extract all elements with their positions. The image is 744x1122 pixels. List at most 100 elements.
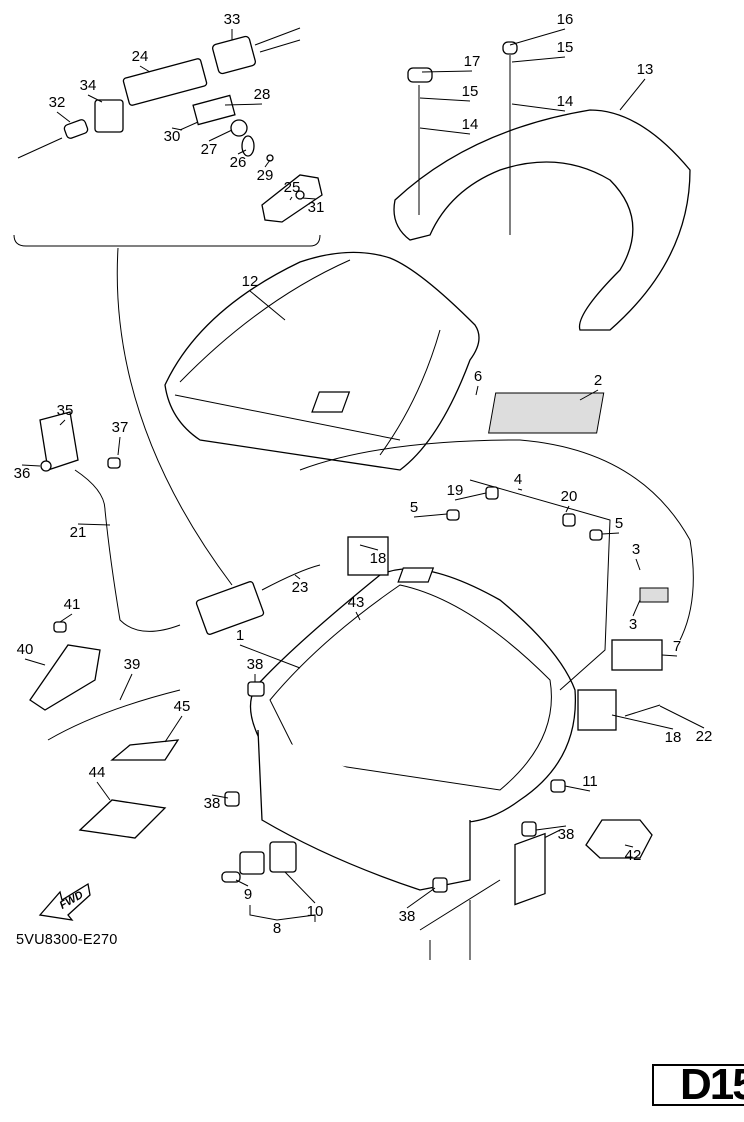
storage-tray xyxy=(164,251,480,471)
callout-leader xyxy=(511,103,566,112)
callout-leader xyxy=(632,599,641,617)
fwd-arrow xyxy=(38,882,91,921)
callout-15: 15 xyxy=(462,83,479,100)
callout-30: 30 xyxy=(164,128,181,145)
callout-leader xyxy=(294,574,301,580)
callout-5: 5 xyxy=(615,515,623,532)
callout-leader xyxy=(21,464,41,467)
callout-2: 2 xyxy=(594,372,602,389)
callout-37: 37 xyxy=(112,419,129,436)
callout-leader xyxy=(96,781,111,801)
callout-leader xyxy=(59,613,73,623)
callout-11: 11 xyxy=(582,773,598,790)
callout-leader xyxy=(117,436,121,456)
callout-leader xyxy=(661,654,678,657)
callout-leader xyxy=(164,715,183,743)
callout-leader xyxy=(355,611,361,621)
callout-32: 32 xyxy=(49,94,66,111)
callout-leader xyxy=(56,111,71,123)
callout-15: 15 xyxy=(557,39,574,56)
callout-leader xyxy=(611,714,674,730)
callout-leader xyxy=(59,419,66,426)
callout-35: 35 xyxy=(57,402,74,419)
callout-leader xyxy=(77,523,111,526)
callout-20: 20 xyxy=(561,488,578,505)
callout-leader xyxy=(289,196,293,201)
callout-17: 17 xyxy=(464,53,481,70)
drawing-code: 5VU8300-E270 xyxy=(16,932,118,948)
fasteners xyxy=(40,457,603,893)
callout-14: 14 xyxy=(557,93,574,110)
callout-4: 4 xyxy=(514,471,522,488)
callout-leader xyxy=(475,385,479,396)
callout-3: 3 xyxy=(629,616,637,633)
callout-44: 44 xyxy=(89,764,106,781)
callout-leader xyxy=(619,78,646,111)
callout-leader xyxy=(413,513,448,518)
callout-leader xyxy=(419,97,471,102)
callout-leader xyxy=(139,65,151,73)
callout-38: 38 xyxy=(558,826,575,843)
callout-leader xyxy=(564,785,591,792)
callout-19: 19 xyxy=(447,482,464,499)
callout-21: 21 xyxy=(70,524,87,541)
callout-leader xyxy=(535,825,567,831)
callout-leader xyxy=(284,871,316,904)
callout-leader xyxy=(454,492,487,501)
callout-38: 38 xyxy=(399,908,416,925)
callout-31: 31 xyxy=(308,199,325,216)
callout-leader xyxy=(301,197,317,200)
callout-34: 34 xyxy=(80,77,97,94)
callout-leader xyxy=(579,389,599,401)
callout-leader xyxy=(419,127,471,135)
callout-18: 18 xyxy=(370,550,387,567)
callout-26: 26 xyxy=(230,154,247,171)
callout-leader xyxy=(659,705,705,729)
callout-23: 23 xyxy=(292,579,309,596)
callout-3: 3 xyxy=(632,541,640,558)
callout-16: 16 xyxy=(557,11,574,28)
callout-6: 6 xyxy=(474,368,482,385)
callout-leader xyxy=(601,532,620,535)
callout-leader xyxy=(421,70,473,73)
page-id-box: D15 xyxy=(652,1060,744,1109)
callout-leader xyxy=(511,56,566,63)
callout-leader xyxy=(517,488,523,491)
callout-14: 14 xyxy=(462,116,479,133)
callout-28: 28 xyxy=(254,86,271,103)
callout-22: 22 xyxy=(696,728,713,745)
callout-1: 1 xyxy=(236,627,244,644)
callout-45: 45 xyxy=(174,698,191,715)
callout-leader xyxy=(235,879,249,887)
callout-7: 7 xyxy=(673,638,681,655)
callout-40: 40 xyxy=(17,641,34,658)
callout-leader xyxy=(24,658,46,666)
callout-leader xyxy=(211,794,229,799)
inset-bracket xyxy=(13,234,321,247)
page-id: D15 xyxy=(680,1060,744,1109)
callout-leader xyxy=(237,149,247,155)
callout-5: 5 xyxy=(410,499,418,516)
callout-leader xyxy=(249,290,286,321)
callout-39: 39 xyxy=(124,656,141,673)
callout-9: 9 xyxy=(244,886,252,903)
callout-leader xyxy=(171,127,183,131)
callout-38: 38 xyxy=(204,795,221,812)
callout-29: 29 xyxy=(257,167,274,184)
callout-leader xyxy=(239,644,301,669)
callout-8: 8 xyxy=(273,920,281,937)
callout-12: 12 xyxy=(242,273,259,290)
callout-leader xyxy=(119,673,133,701)
storage-box-lower xyxy=(257,729,471,891)
callout-leader xyxy=(87,94,103,103)
callout-38: 38 xyxy=(247,656,264,673)
callout-leader xyxy=(565,505,570,513)
callout-33: 33 xyxy=(224,11,241,28)
callout-leader xyxy=(264,159,271,168)
callout-leader xyxy=(509,28,566,46)
grab-handle xyxy=(393,109,691,331)
callout-42: 42 xyxy=(625,847,642,864)
callout-leader xyxy=(406,887,436,909)
